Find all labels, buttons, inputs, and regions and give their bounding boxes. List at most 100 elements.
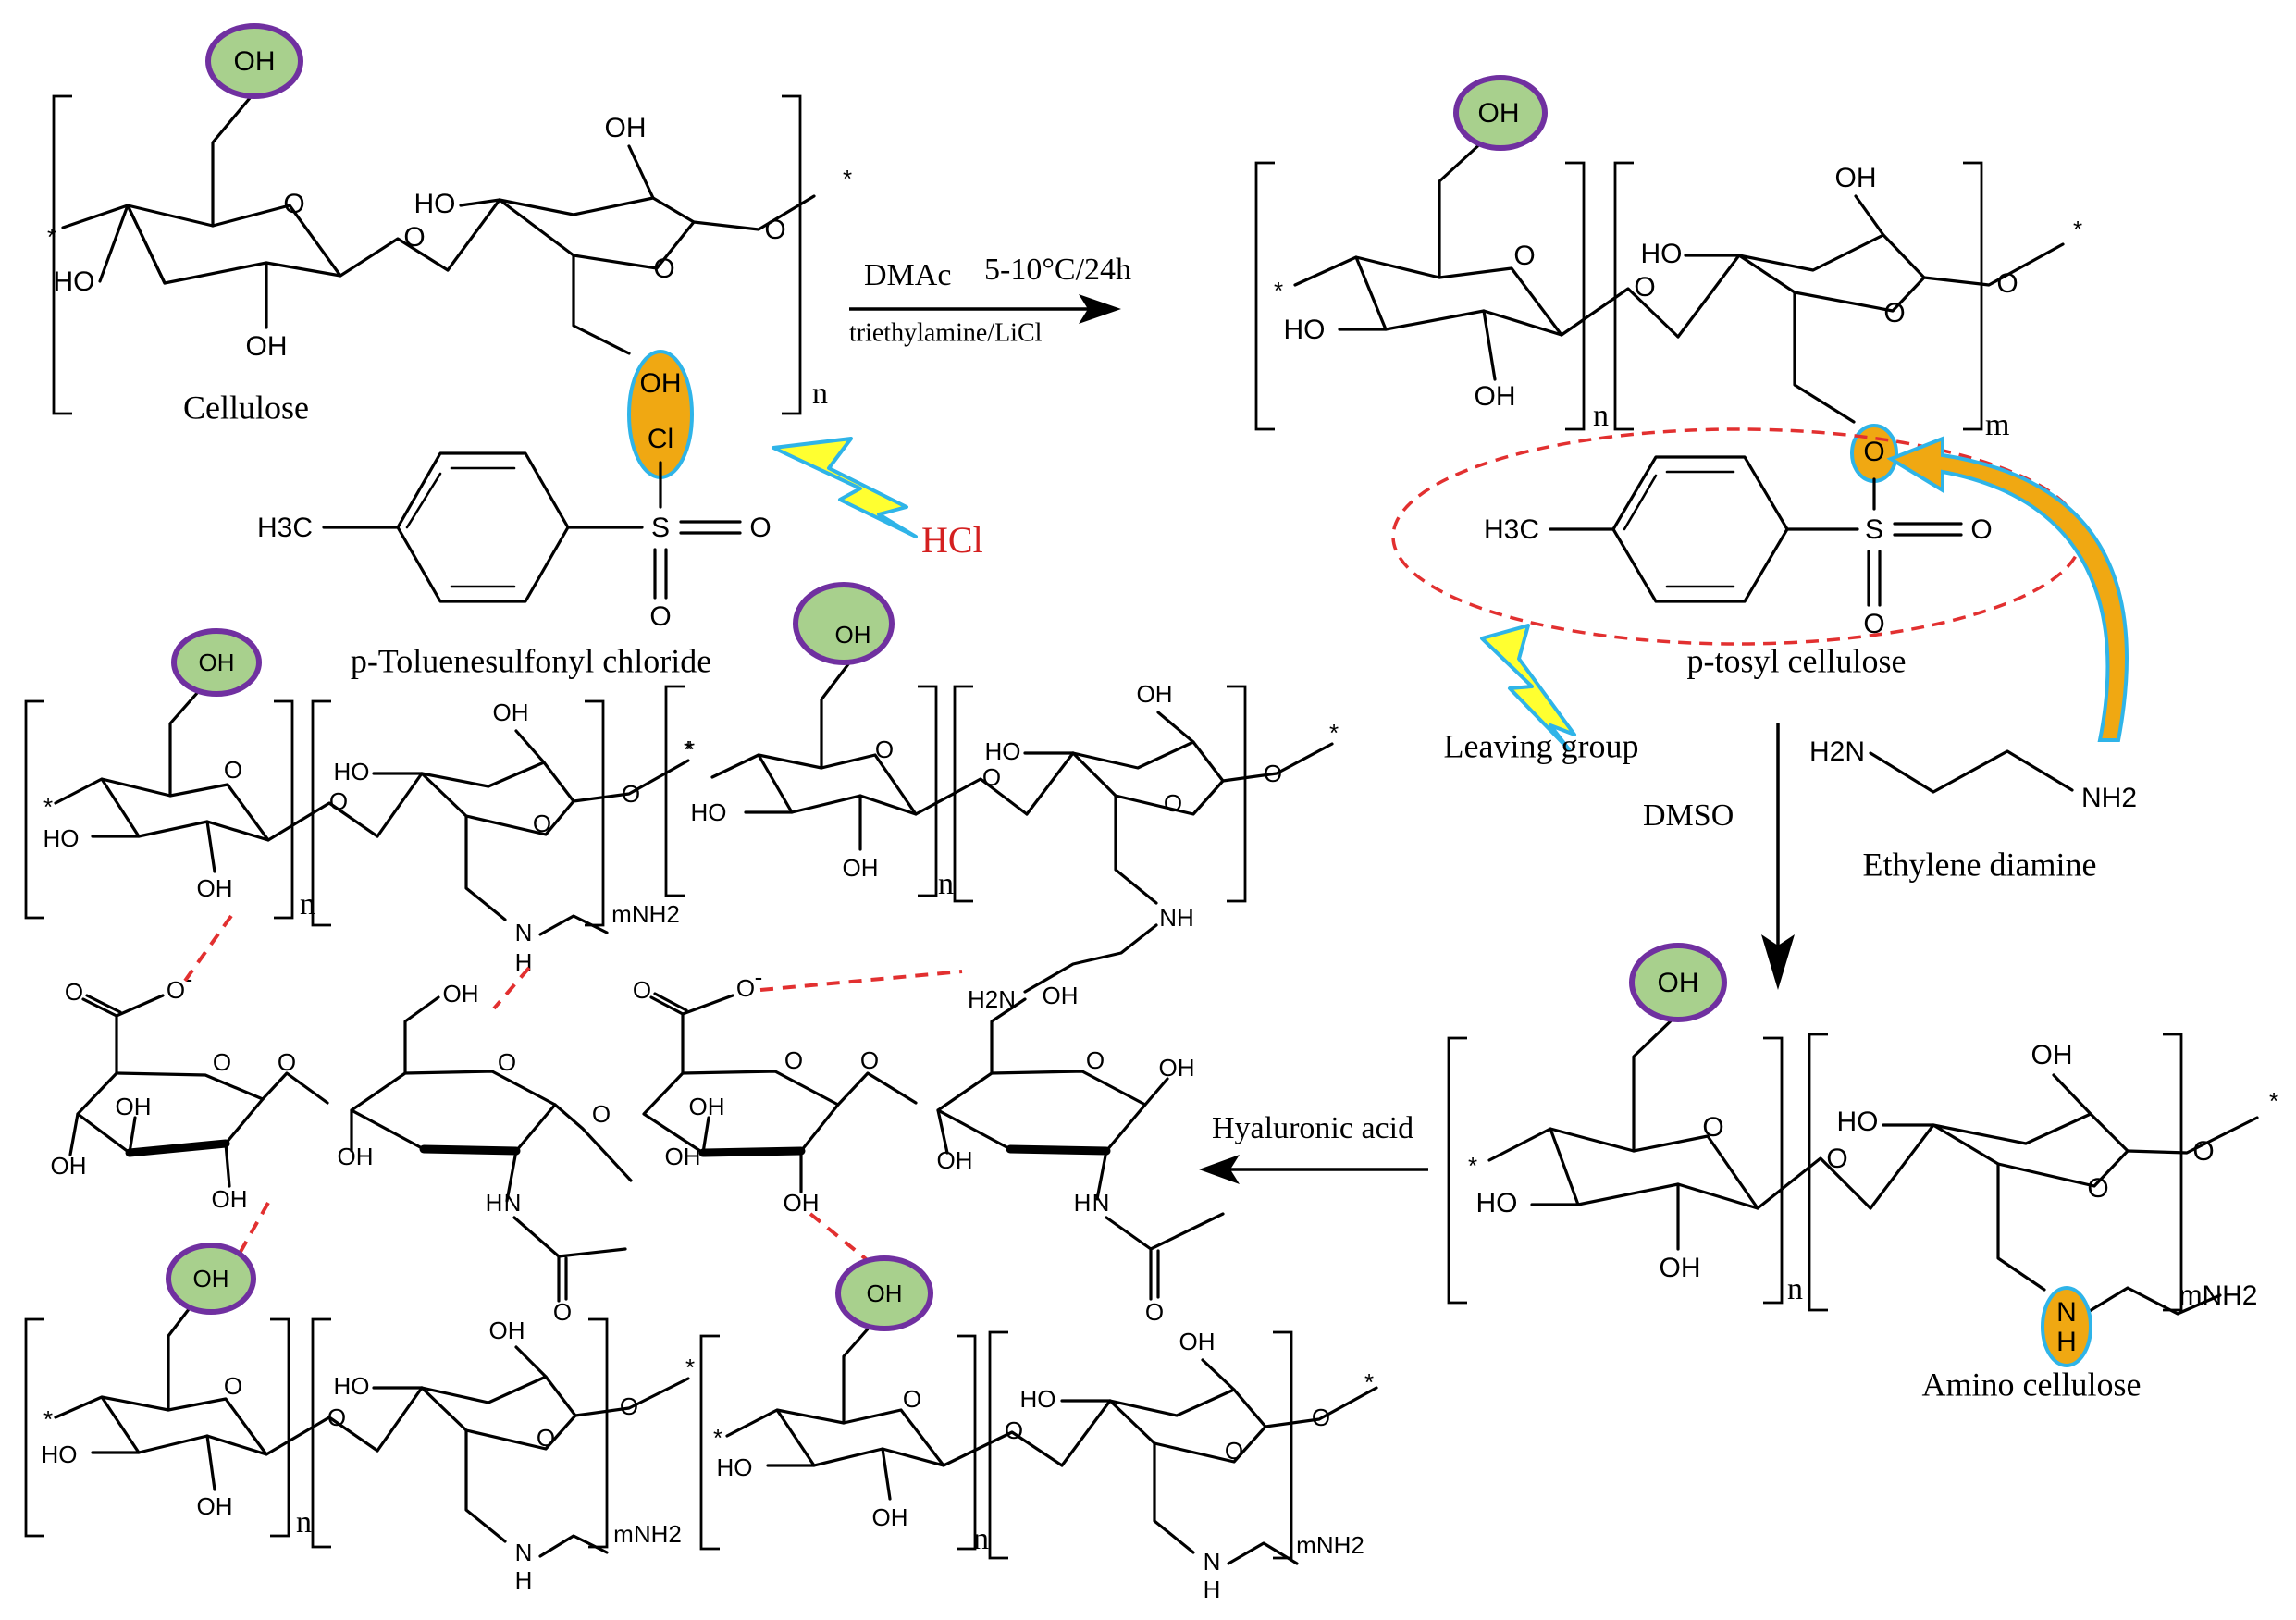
acetyl-bond (512, 1216, 627, 1303)
benzene-ring (396, 451, 570, 603)
ring-bond (1293, 255, 1563, 337)
hydroxyl-label: HO (42, 1441, 78, 1468)
c2-oh-bond (1854, 194, 1885, 237)
terminal-oxygen: O (622, 780, 640, 808)
glycosidic-bond (339, 237, 450, 278)
carboxylate-oxygen: O (167, 976, 185, 1004)
s-o-double-bond (653, 548, 668, 600)
primary-hydroxyl-highlight (793, 582, 895, 665)
step3-arrow: Hyaluronic acid (1199, 1111, 1428, 1184)
hydroxyl-label: OH (843, 854, 879, 882)
ring-bond (710, 753, 918, 816)
step2-arrow: DMSO (1643, 723, 1795, 990)
ethylene-diamine-caption: Ethylene diamine (1863, 846, 2097, 883)
acetyl-oxygen: O (553, 1298, 572, 1326)
hydroxyl-label: HO (691, 798, 727, 826)
ring-oxygen: O (533, 810, 551, 837)
c6-bond (842, 1323, 873, 1425)
repeat-index-n: n (296, 1505, 312, 1540)
hydroxyl-label: OH (116, 1093, 152, 1120)
bracket-right (782, 94, 802, 415)
hydroxyl-label: OH (51, 1152, 87, 1180)
hydroxyl-label: OH (443, 980, 479, 1008)
ring-oxygen: O (283, 189, 304, 219)
ring-bond (1869, 1112, 2129, 1210)
bracket-left (311, 1317, 331, 1549)
chain-end-star: * (843, 165, 852, 192)
bracket-left (699, 1334, 720, 1551)
amide-nh-label: H (486, 1189, 503, 1217)
amine-nitrogen: N (515, 919, 533, 946)
hydroxyl-label: OH (212, 1185, 248, 1213)
methyl-label: H3C (1484, 514, 1539, 545)
chain-end-star: * (2269, 1087, 2278, 1115)
c2-oh-bond (2052, 1073, 2092, 1116)
cellulose-structure: * * n O HO OH O OH O OH HO O OH Cl Cellu… (47, 23, 852, 479)
primary-hydroxyl-label: OH (1478, 98, 1520, 129)
carboxyl-bond (81, 994, 122, 1075)
ring-oxygen: O (1225, 1437, 1243, 1465)
bracket-right (1963, 161, 1983, 431)
nh-bond (1095, 1149, 1108, 1201)
amino-cellulose-structure: * * n O HO OH O OH O OH HO O N H mNH2 Am… (1447, 943, 2278, 1403)
ring-bond (376, 761, 575, 838)
oh-bond (936, 1108, 949, 1155)
hydroxyl-label: HO (1476, 1188, 1518, 1218)
amine-label: NH2 (2081, 783, 2137, 813)
primary-hydroxyl-highlight (171, 628, 262, 697)
ring-bond (1060, 1388, 1267, 1467)
primary-hydroxyl-highlight (205, 23, 303, 99)
oh-bond (205, 820, 216, 873)
hydrogen-bond (809, 1212, 871, 1264)
hydroxyl-label: HO (1284, 315, 1326, 345)
ring-front-bond (419, 1144, 521, 1156)
ring-oxygen: O (498, 1048, 516, 1076)
hydroxyl-label: OH (1179, 1328, 1216, 1355)
primary-hydroxyl-label: OH (199, 649, 235, 676)
bracket-left (953, 685, 973, 903)
glycosidic-bond (266, 801, 379, 842)
oh-bond (1143, 1077, 1169, 1107)
end-bond (574, 1377, 690, 1417)
ethylene-chain (2083, 1286, 2222, 1316)
benzene-double-bond (405, 466, 516, 588)
bracket-left (988, 1330, 1008, 1560)
oh-bond (881, 1447, 892, 1501)
carboxyl-oxygen: O (65, 978, 83, 1006)
hydroxyl-label: OH (872, 1503, 908, 1531)
c6-bond (1114, 794, 1158, 905)
tosyl-cellulose-caption: p-tosyl cellulose (1687, 642, 1907, 679)
lower-amino-cellulose-pair-2: * n O HO OH O OH O OH HO O * N H mNH2 (699, 1255, 1378, 1603)
hydroxyl-label: OH (784, 1189, 820, 1217)
hydroxyl-label: OH (246, 331, 288, 362)
amine-nitrogen: N (2056, 1297, 2077, 1328)
bracket-right (1227, 685, 1247, 903)
ethylene-chain (538, 914, 609, 936)
glycosidic-bond (1560, 287, 1680, 339)
hydroxyl-label: HO (1020, 1385, 1056, 1413)
glycosidic-oxygen: O (403, 222, 425, 253)
terminal-amine-label: mNH2 (613, 1520, 682, 1548)
glycosidic-oxygen: O (327, 1404, 346, 1431)
hydroxyl-label: OH (1835, 163, 1877, 193)
ethylene-chain (1023, 923, 1158, 994)
bracket-right (2163, 1033, 2183, 1312)
terminal-oxygen: O (1264, 760, 1282, 787)
ring-oxygen: O (2087, 1173, 2108, 1204)
amine-hydrogen: H (515, 1566, 533, 1594)
ethylene-chain (1869, 749, 2074, 794)
step1-arrow: DMAc 5-10°C/24h triethylamine/LiCl (849, 253, 1131, 347)
oh-bond (1482, 309, 1497, 381)
chain-end-star: * (1364, 1368, 1374, 1396)
ethylene-chain (538, 1534, 609, 1558)
primary-hydroxyl-highlight (1453, 75, 1548, 151)
hydroxyl-label: HO (334, 1372, 370, 1400)
hydrogen-bond (183, 914, 233, 983)
nh-bond (505, 1149, 518, 1203)
sulfur-label: S (651, 513, 670, 543)
c6-bond (464, 1428, 507, 1543)
hydroxyl-label: OH (937, 1146, 973, 1174)
hydroxyl-label: OH (338, 1143, 374, 1170)
ring-bond (54, 777, 270, 842)
